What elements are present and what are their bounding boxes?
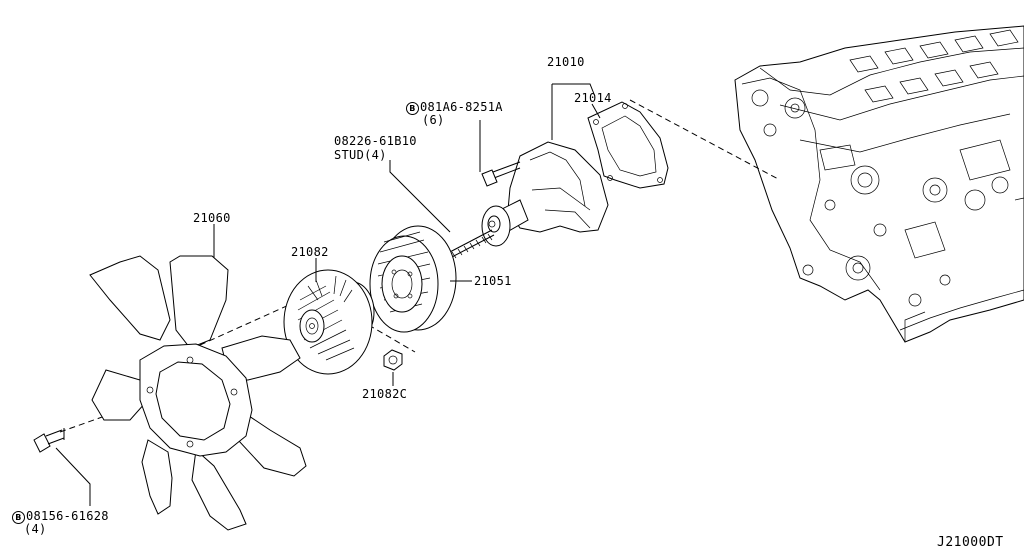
gasket-icon [587,101,669,189]
fan-bolt-number: 08156-61628 [26,509,109,523]
fan-blade-icon [89,255,307,531]
stud-icon [447,229,495,259]
fan-bolt-qty: (4) [24,522,47,536]
pulley-icon [369,225,457,333]
fan-coupling-label[interactable]: 21082 [291,245,329,259]
nut-icon [383,349,403,386]
bolt-prefix-icon: B [12,511,25,524]
pulley-label[interactable]: 21051 [474,274,512,288]
fan-coupling-icon [283,269,375,375]
stud-label[interactable]: 08226-61B10 [334,134,417,148]
water-pump-label[interactable]: 21010 [547,55,585,69]
bolt-icon [33,428,65,453]
gasket-label[interactable]: 21014 [574,91,612,105]
diagram-code: J21000DT [937,535,1004,550]
fan-blade-label[interactable]: 21060 [193,211,231,225]
bolt-icon [479,120,521,187]
bolt-prefix-icon: B [406,102,419,115]
pump-bolt-number: 081A6-8251A [420,100,503,114]
coupling-nut-label[interactable]: 21082C [362,387,408,401]
engine-block-icon [734,25,1024,343]
pump-bolt-qty: (6) [422,113,445,127]
water-pump-icon [481,141,609,247]
stud-note: STUD(4) [334,148,387,162]
